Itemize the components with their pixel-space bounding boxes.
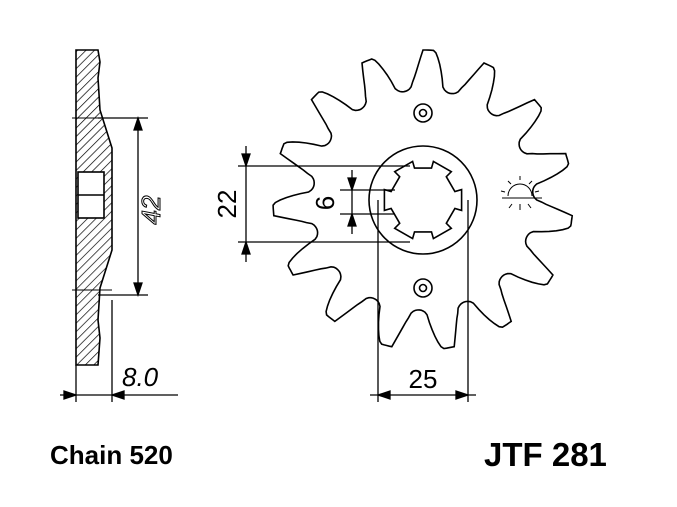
front-view: [272, 49, 574, 350]
dimension-25-label: 25: [409, 364, 438, 394]
side-view: [72, 49, 113, 366]
dimension-6-label: 6: [310, 196, 340, 210]
dimension-25: [370, 200, 476, 402]
dimension-8: [60, 300, 178, 402]
dimension-42-label: 42: [136, 195, 166, 224]
dimension-42: [98, 115, 148, 298]
hub-circle: [368, 145, 478, 255]
mounting-hole-bottom: [413, 278, 433, 298]
dimension-6: [340, 170, 395, 234]
dimension-22: [238, 146, 410, 262]
dimension-22-label: 22: [212, 190, 242, 219]
dimension-8-label: 8.0: [122, 362, 159, 392]
mounting-hole-top: [413, 103, 433, 123]
chain-label: Chain 520: [50, 440, 173, 470]
part-number: JTF 281: [484, 436, 607, 473]
sprocket-outline: [272, 49, 574, 350]
mark-symbol-icon: [500, 176, 542, 210]
spline-bore: [383, 160, 463, 240]
